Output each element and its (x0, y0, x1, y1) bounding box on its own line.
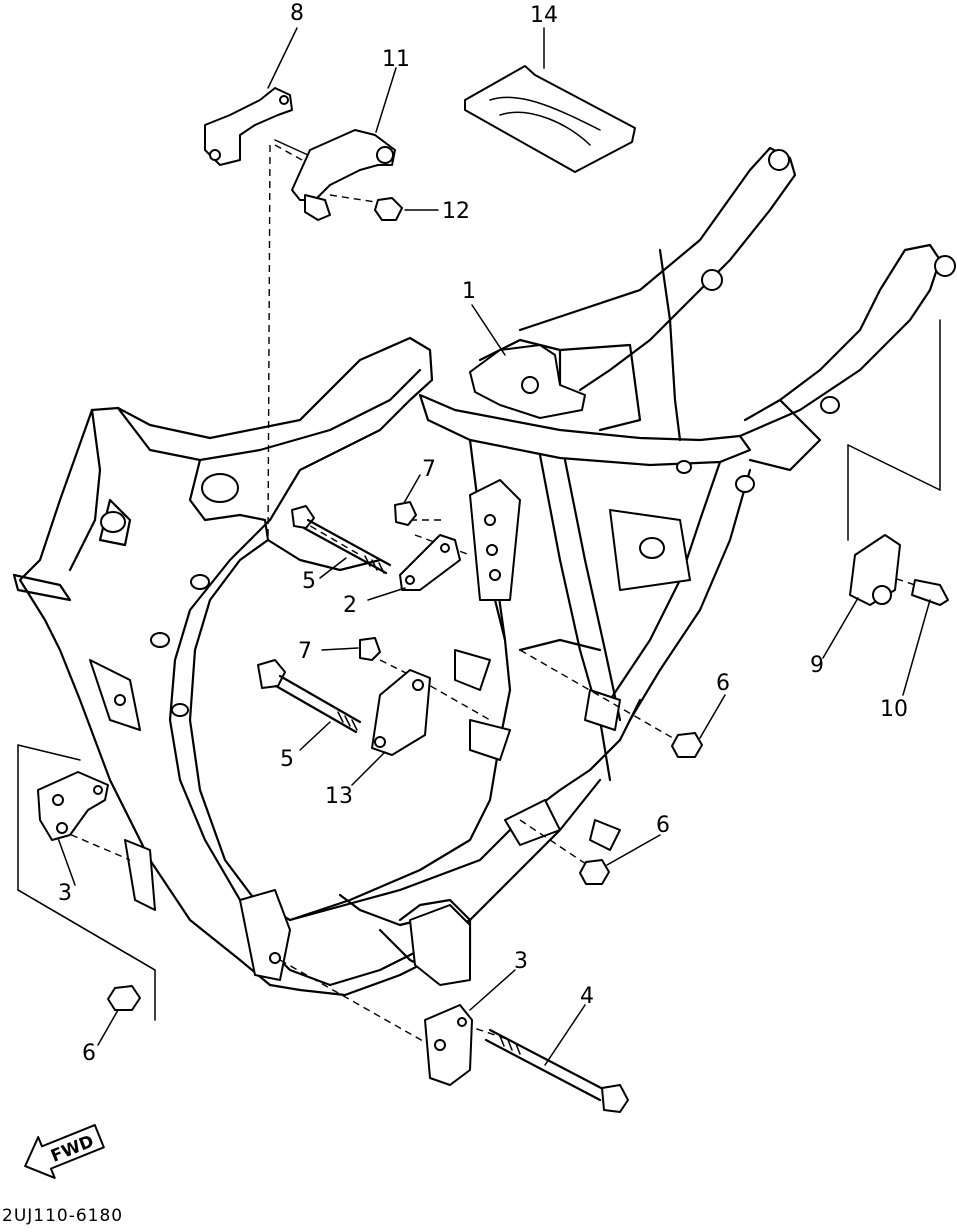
callout-12: 12 (442, 199, 470, 224)
fwd-arrow: FWD (24, 1124, 105, 1179)
part-2-plate (399, 534, 461, 591)
callout-9: 9 (810, 653, 824, 678)
callout-5-lower: 5 (280, 747, 294, 772)
part-8-bracket (204, 87, 293, 166)
callout-6-right: 6 (716, 671, 730, 696)
callout-8: 8 (290, 1, 304, 26)
callout-7-upper: 7 (422, 457, 436, 482)
callout-11: 11 (382, 47, 410, 72)
part-6-nut-c (107, 985, 141, 1011)
part-5-lower-bolt (257, 659, 362, 734)
leader-lines (57, 27, 931, 1066)
callout-5-upper: 5 (302, 569, 316, 594)
part-6-nut-b (579, 859, 610, 885)
part-9-mount (849, 534, 901, 606)
part-11-bracket (291, 129, 396, 221)
callout-10: 10 (880, 697, 908, 722)
part-3-bracket-bottom (424, 1004, 473, 1086)
inset-outlines (17, 139, 941, 1021)
callout-labels: 8 11 12 14 1 2 5 5 7 7 13 6 6 3 6 3 4 9 … (58, 1, 908, 1066)
part-4-long-bolt (484, 1028, 629, 1113)
callout-3-left: 3 (58, 881, 72, 906)
part-10-bolt (911, 579, 949, 606)
part-14-pad (464, 65, 636, 173)
part-12-bolt (374, 197, 403, 221)
callout-14: 14 (530, 3, 558, 28)
drawing-code: 2UJ110-6180 (2, 1206, 123, 1226)
part-13-plate (371, 669, 431, 756)
callout-7-lower: 7 (298, 639, 312, 664)
main-frame (12, 146, 956, 997)
callout-3-bottom: 3 (514, 949, 528, 974)
part-1-top-mount (469, 344, 586, 419)
callout-2: 2 (343, 593, 357, 618)
callout-6-left: 6 (82, 1041, 96, 1066)
part-5-upper-bolt (291, 505, 392, 575)
callout-1: 1 (462, 279, 476, 304)
part-7-upper-bolt (394, 501, 417, 526)
part-6-nut-a (671, 732, 703, 758)
callout-6-middle: 6 (656, 813, 670, 838)
callout-4: 4 (580, 984, 594, 1009)
part-7-lower-bolt (359, 637, 381, 661)
callout-13: 13 (325, 784, 353, 809)
part-3-bracket-left (37, 771, 109, 841)
